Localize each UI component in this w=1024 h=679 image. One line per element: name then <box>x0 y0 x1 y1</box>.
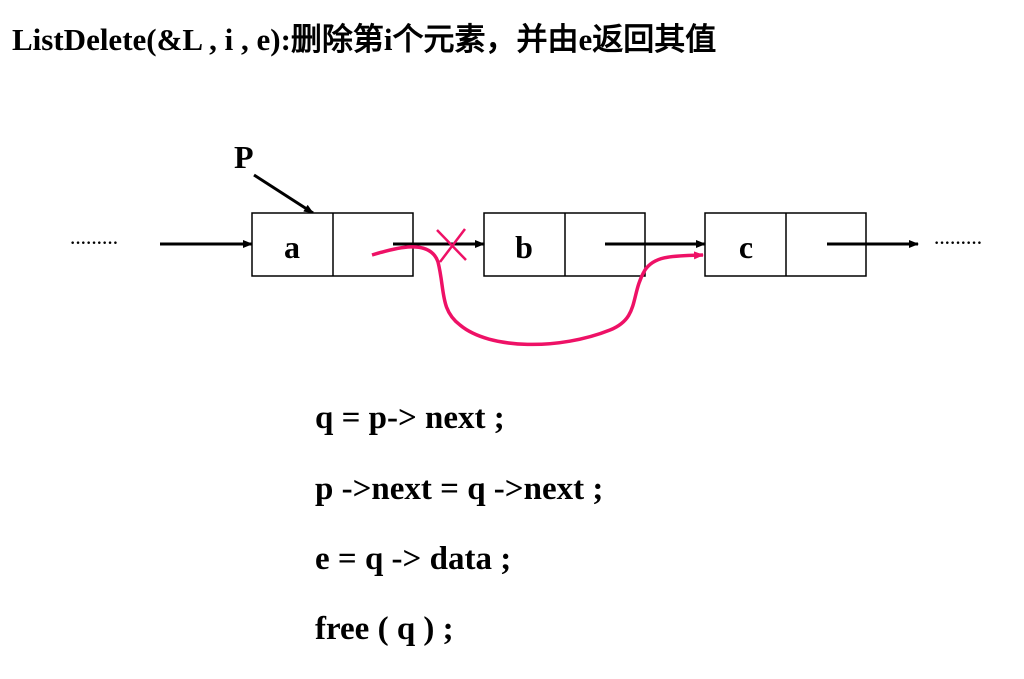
code-line-4: free ( q ) ; <box>315 611 454 647</box>
right-ellipsis: ········· <box>934 235 982 252</box>
code-line-3: e = q -> data ; <box>315 541 512 577</box>
node-b-data: b <box>515 229 533 265</box>
code-line-2: p ->next = q ->next ; <box>315 471 604 507</box>
bypass-link-arrow <box>371 245 704 347</box>
left-ellipsis: ········· <box>70 235 118 252</box>
slide-title: ListDelete(&L , i , e):删除第i个元素，并由e返回其值 <box>12 22 717 57</box>
node-a-data: a <box>284 229 300 265</box>
pointer-p-arrow <box>253 173 314 215</box>
code-line-1: q = p-> next ; <box>315 400 505 436</box>
cross-mark-icon <box>436 228 467 263</box>
node-a: a <box>251 212 414 277</box>
pointer-label-p: P <box>234 139 254 175</box>
node-c-data: c <box>739 229 753 265</box>
